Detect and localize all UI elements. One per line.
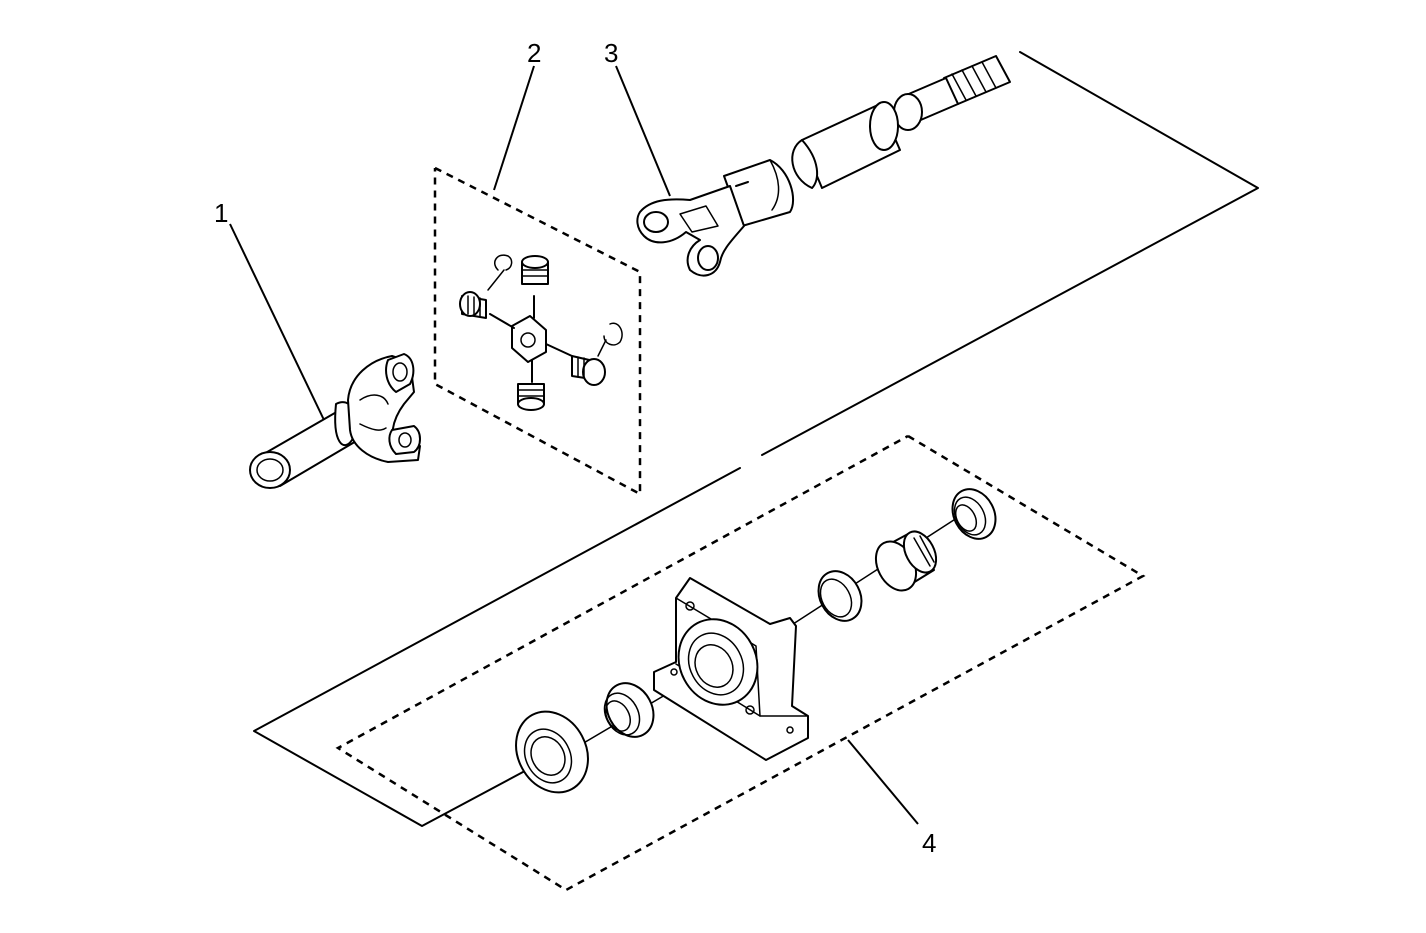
callout-4: 4 [922,828,936,858]
leader-line-3 [615,65,671,197]
leader-line-1 [229,223,325,421]
bearing-housing [653,577,809,761]
dust-shield [515,710,589,794]
slinger [817,570,863,622]
callout-1: 1 [214,198,228,228]
bearing-cap-top [521,255,549,285]
leader-line-4 [847,739,919,825]
snap-ring [494,254,513,271]
part-1-slip-yoke [249,353,421,489]
leader-line-2 [493,65,535,191]
assembly-outline [253,51,1259,827]
part-4-center-bearing-kit [335,434,1146,892]
part-3-tube-yoke-shaft [636,55,1011,277]
bearing-cap-left [459,291,487,319]
part-2-universal-joint-kit [433,166,642,497]
bearing-cap-right [571,355,606,386]
callout-2: 2 [527,38,541,68]
seal-rear [951,488,997,540]
snap-ring [603,322,623,346]
bearing-cap-bottom [517,383,545,411]
bearing [874,530,938,592]
seal [603,682,655,738]
callout-3: 3 [604,38,618,68]
